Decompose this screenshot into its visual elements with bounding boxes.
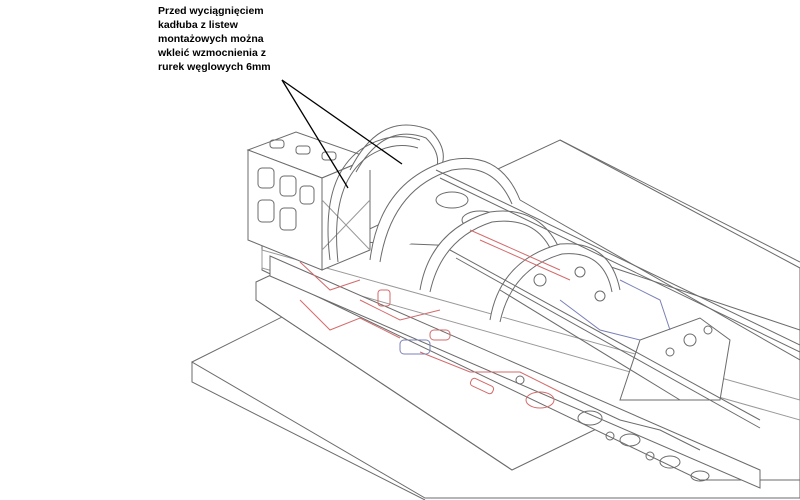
annotation-leaders	[281, 79, 403, 189]
annotation-line-4: wkleić wzmocnienia z	[158, 47, 266, 59]
lower-side-rail	[269, 255, 761, 489]
annotation-line-3: montażowych można	[158, 33, 264, 45]
longerons	[435, 169, 800, 429]
formers	[327, 124, 731, 401]
annotation-line-2: kadłuba z listew	[158, 19, 238, 31]
red-cut-details	[299, 229, 571, 341]
annotation-line-1: Przed wyciągnięciem	[158, 5, 264, 17]
blue-details	[399, 279, 671, 355]
annotation-note: Przed wyciągnięciem kadłuba z listew mon…	[158, 4, 318, 74]
annotation-line-5: rurek węglowych 6mm	[158, 61, 271, 73]
